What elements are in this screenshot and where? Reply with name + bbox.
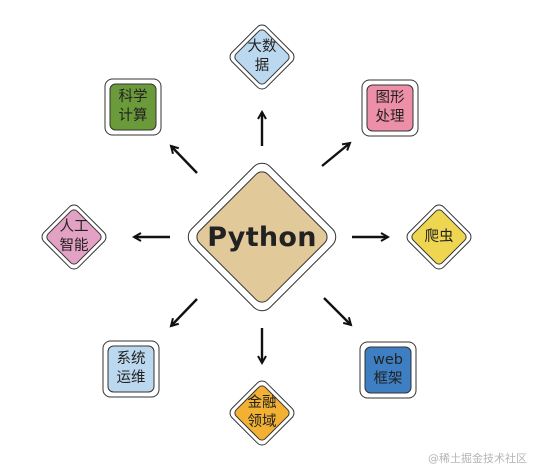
node-web: web 框架 <box>358 340 418 400</box>
python-center-node: Python <box>182 157 342 317</box>
node-science: 科学 计算 <box>103 77 163 137</box>
arrow-to-web <box>323 297 351 325</box>
node-big-data-label: 大数 据 <box>247 39 277 74</box>
node-graphics: 图形 处理 <box>360 78 420 138</box>
arrow-to-sysops <box>171 298 198 326</box>
arrow-to-science <box>171 146 198 174</box>
node-big-data: 大数 据 <box>225 20 299 94</box>
arrow-to-graphics <box>321 143 350 167</box>
node-crawler: 爬虫 <box>402 200 476 274</box>
node-finance-label: 金融 领域 <box>247 395 277 430</box>
python-label: Python <box>207 221 317 253</box>
node-graphics-label: 图形 处理 <box>375 90 405 125</box>
node-sysops: 系统 运维 <box>101 339 161 399</box>
node-ai-label: 人工 智能 <box>59 219 89 254</box>
node-ai: 人工 智能 <box>37 200 111 274</box>
node-crawler-label: 爬虫 <box>424 228 454 245</box>
node-web-label: web 框架 <box>373 352 403 387</box>
node-finance: 金融 领域 <box>225 376 299 450</box>
watermark: @稀土掘金技术社区 <box>428 452 527 465</box>
node-sysops-label: 系统 运维 <box>116 351 146 386</box>
node-science-label: 科学 计算 <box>118 89 148 124</box>
